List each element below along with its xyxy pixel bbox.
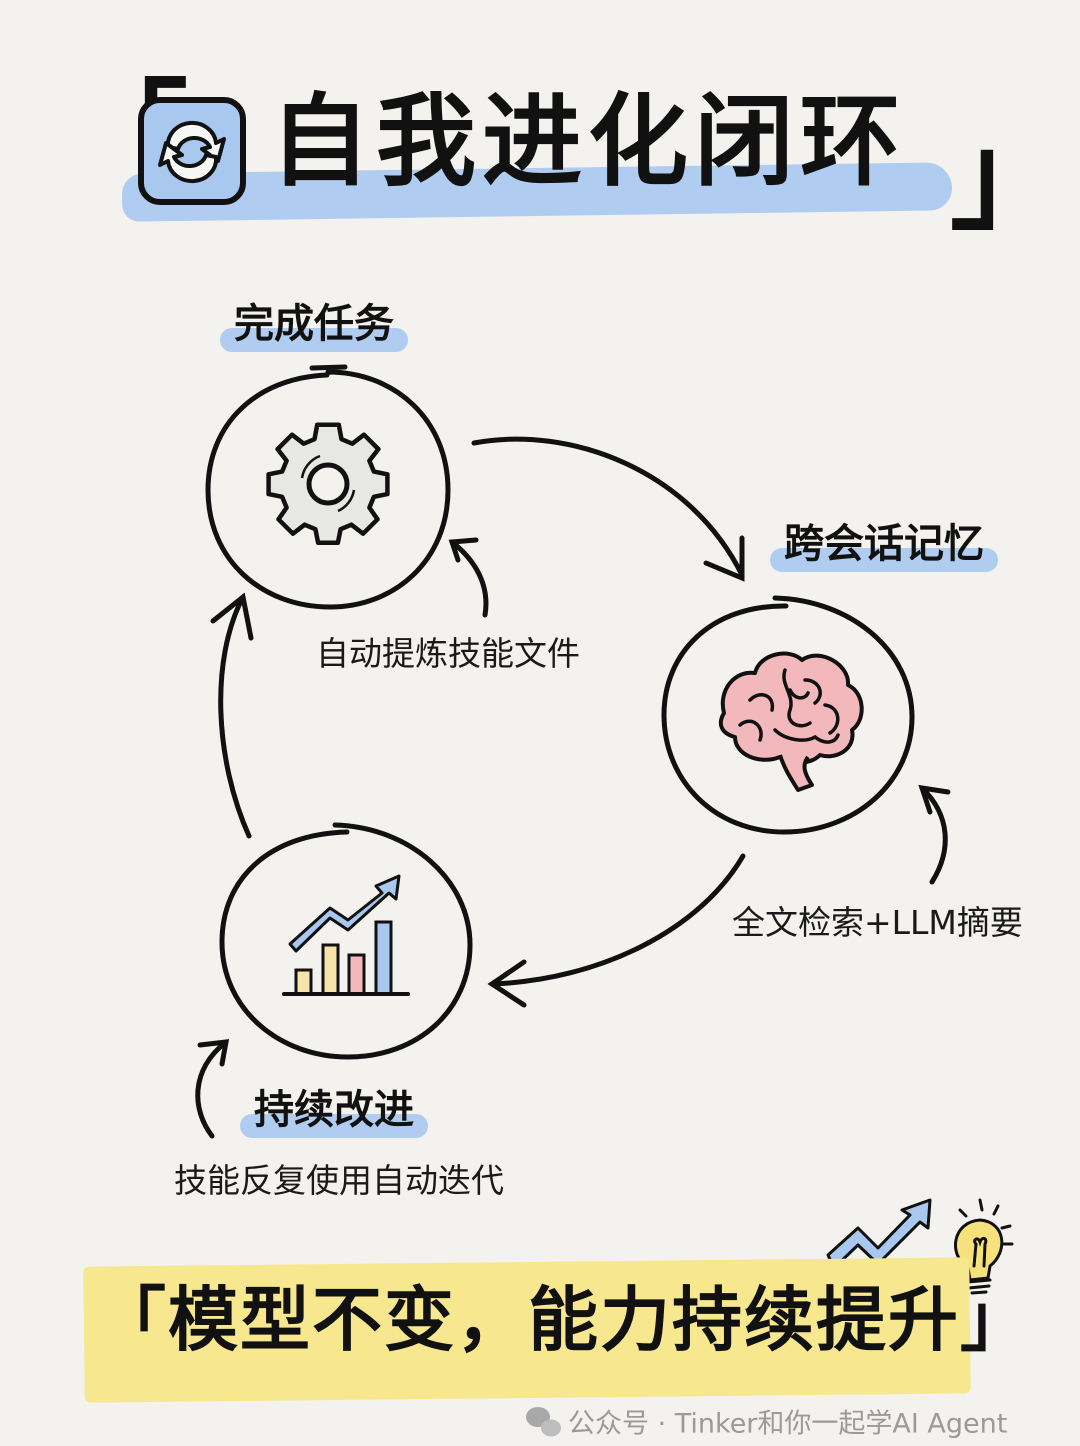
circle-complete-task: [205, 364, 451, 610]
small-arrow-task: [448, 537, 489, 618]
label-cross-session-memory: 跨会话记忆: [770, 524, 998, 572]
banner-slogan: 「模型不变，能力持续提升」: [96, 1278, 1032, 1362]
small-arrow-improvement: [195, 1039, 230, 1139]
caption-skill-iteration: 技能反复使用自动迭代: [174, 1161, 504, 1200]
watermark: 公众号 · Tinker和你一起学AI Agent: [528, 1411, 1007, 1438]
banner-rest-text: ，能力持续提升: [456, 1279, 960, 1361]
small-arrow-memory: [918, 784, 951, 885]
watermark-text: 公众号 · Tinker和你一起学AI Agent: [568, 1408, 1008, 1440]
label-complete-task: 完成任务: [220, 304, 408, 352]
growth-chart-icon: [282, 874, 410, 996]
banner-open-bracket: 「: [96, 1279, 168, 1361]
refresh-cycle-icon: [138, 97, 246, 205]
page-title: 自我进化闭环: [270, 83, 906, 200]
gear-icon: [266, 422, 390, 545]
title-close-bracket: 」: [950, 108, 1069, 246]
caption-extract-skills: 自动提炼技能文件: [316, 634, 580, 673]
arrow-task-to-memory: [471, 436, 745, 582]
banner-underlined-text: 模型不变: [168, 1279, 456, 1361]
brain-icon: [718, 651, 864, 792]
circle-memory: [661, 595, 915, 835]
caption-search-summary: 全文检索+LLM摘要: [732, 903, 1023, 942]
circle-improvement: [219, 822, 473, 1060]
banner-close-bracket: 」: [960, 1279, 1032, 1361]
label-continuous-improvement: 持续改进: [240, 1090, 428, 1138]
arrow-memory-to-improvement: [487, 853, 746, 1008]
arrow-improvement-to-task: [210, 592, 254, 839]
wechat-icon: [526, 1407, 561, 1437]
